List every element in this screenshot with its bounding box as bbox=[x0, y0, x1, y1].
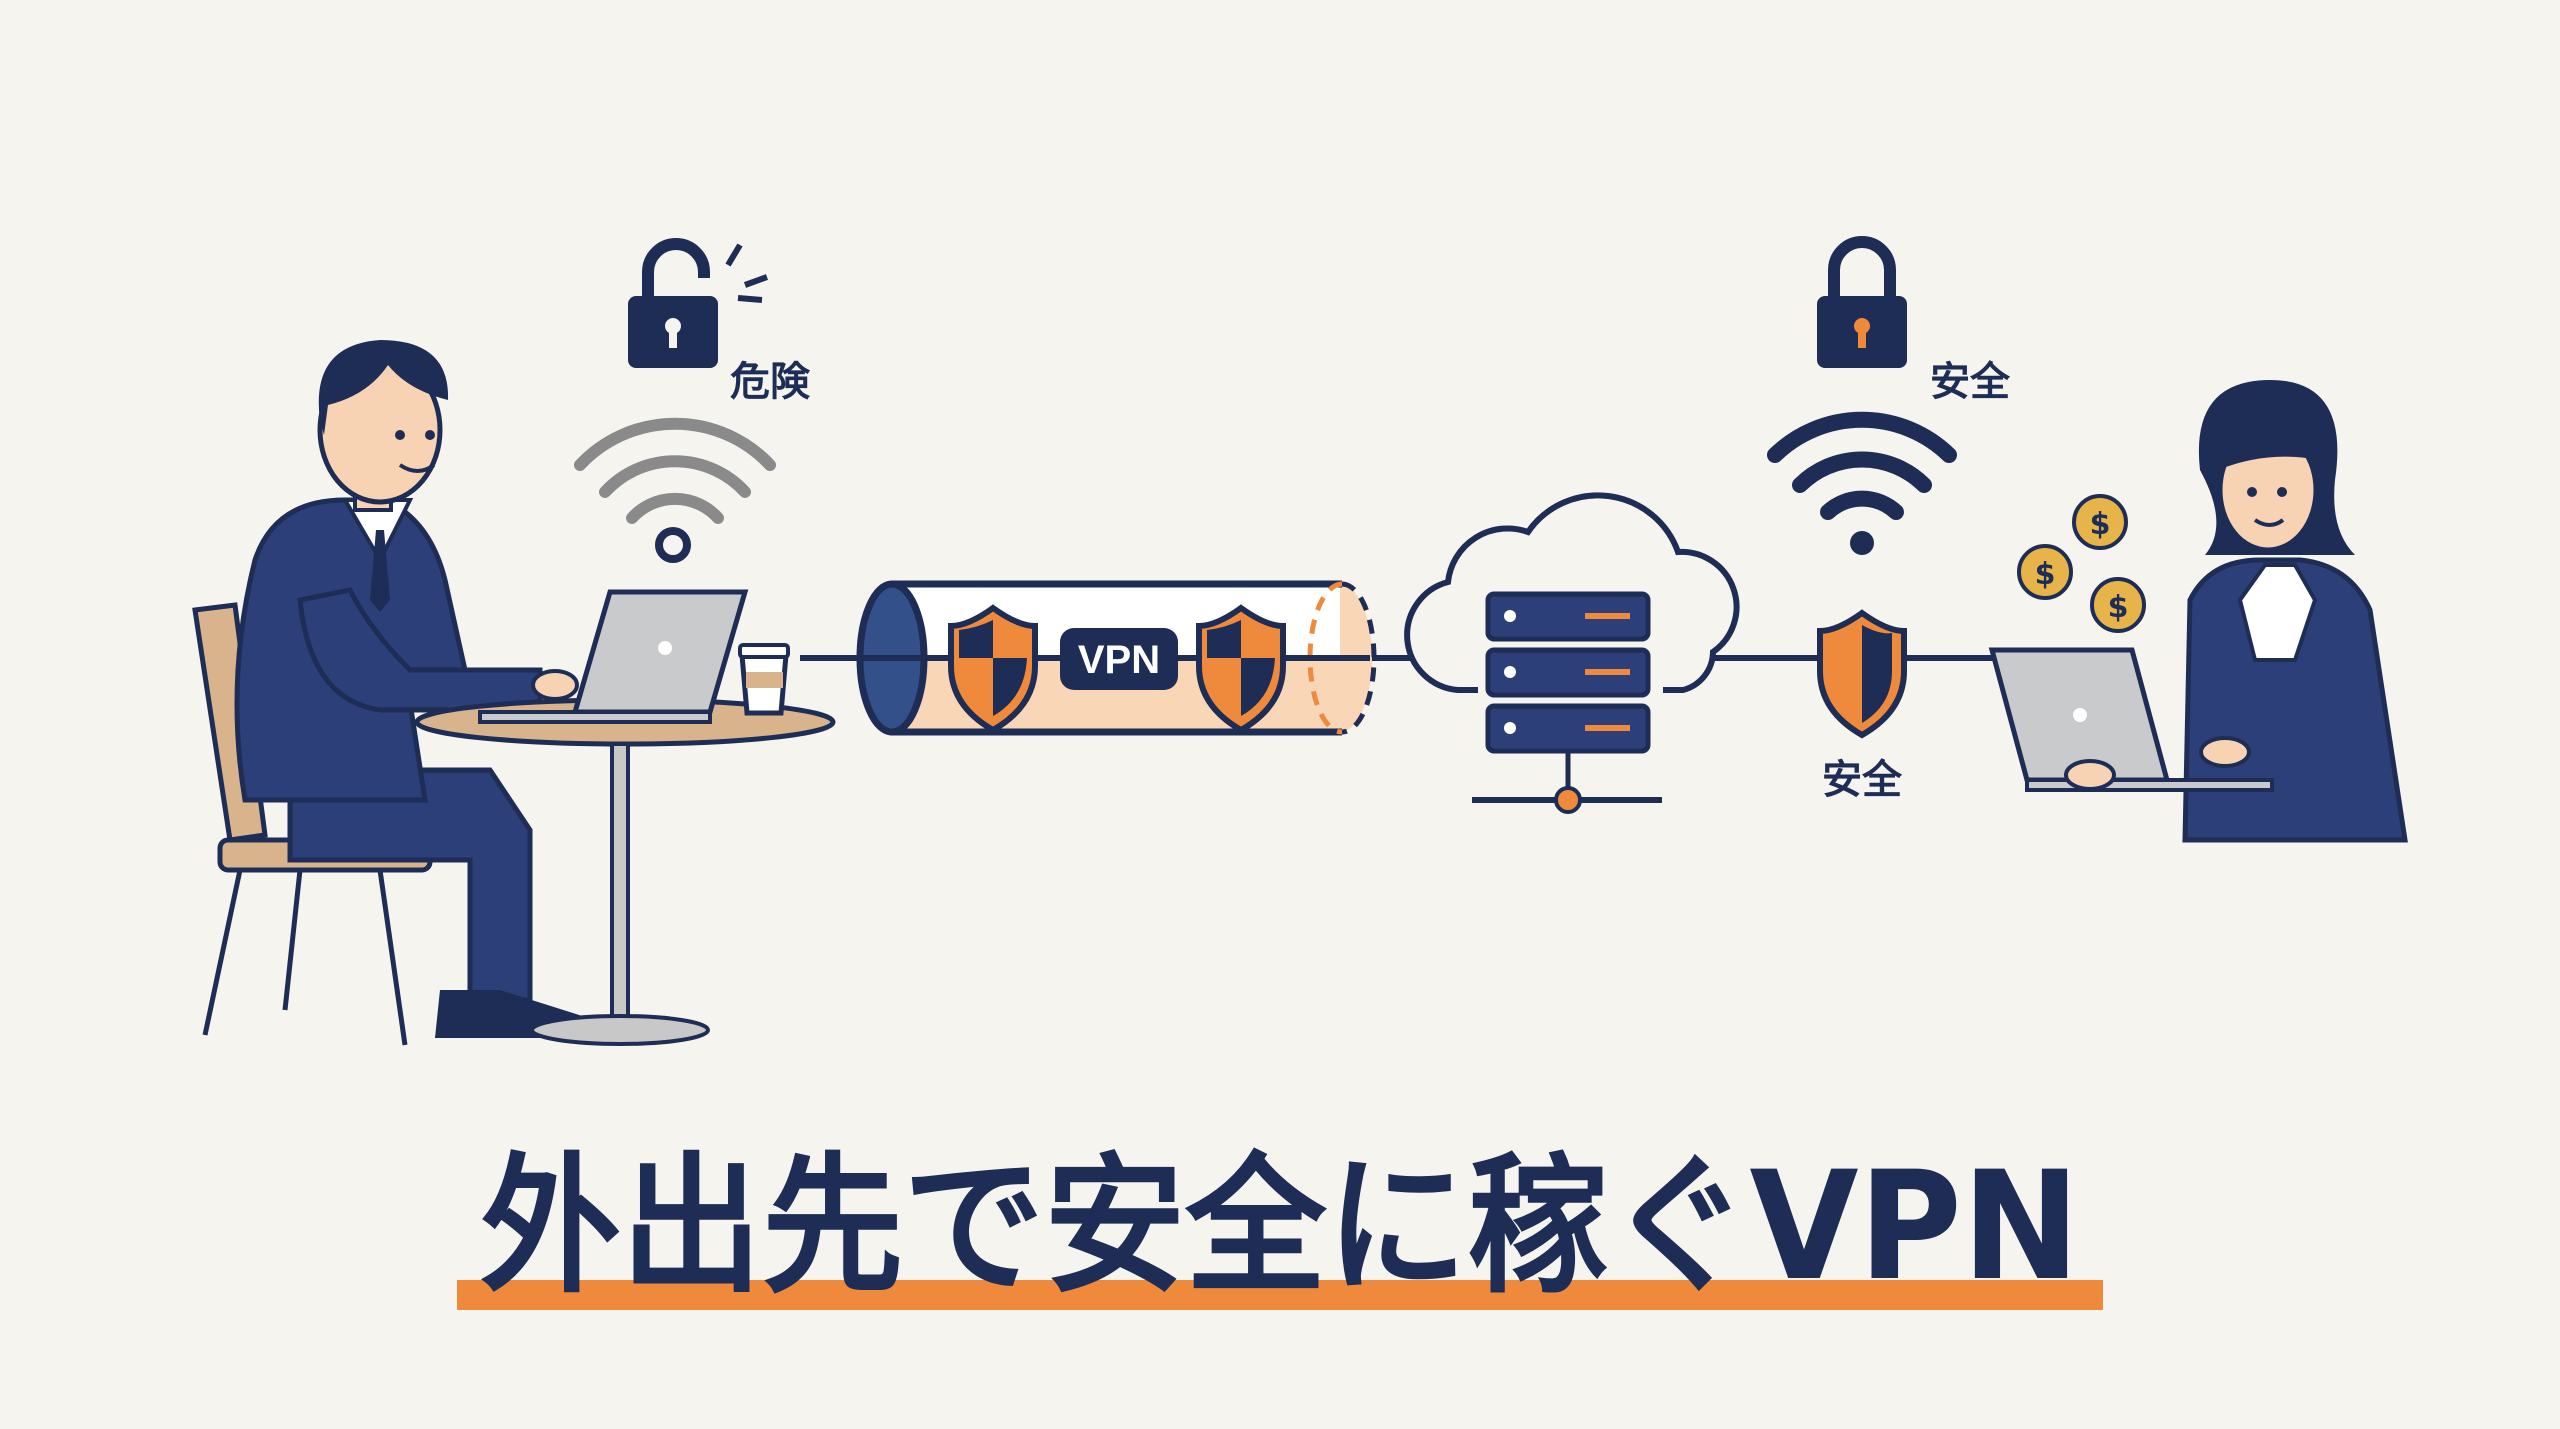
vpn-tunnel: VPN bbox=[856, 580, 1377, 736]
safe-label-top: 安全 bbox=[1930, 359, 2011, 405]
vpn-badge-label: VPN bbox=[1078, 638, 1160, 682]
coin-symbol: $ bbox=[2035, 557, 2056, 592]
secure-wifi-icon bbox=[1767, 411, 1957, 555]
coin-symbol: $ bbox=[2090, 507, 2111, 542]
safe-label-bottom: 安全 bbox=[1822, 757, 1903, 803]
cloud-server-icon bbox=[1404, 492, 1740, 814]
locked-padlock-icon bbox=[1817, 236, 1907, 368]
businessman-at-cafe bbox=[192, 340, 595, 1046]
coffee-cup-icon bbox=[738, 643, 790, 716]
vpn-badge bbox=[1060, 628, 1178, 690]
coins-icon: $ $ $ bbox=[2017, 494, 2146, 633]
shield-icon bbox=[1196, 604, 1286, 734]
shield-icon bbox=[948, 604, 1038, 734]
title-underline bbox=[457, 1280, 2103, 1310]
page-title: 外出先で安全に稼ぐVPN bbox=[480, 1140, 2080, 1314]
shield-icon bbox=[1817, 609, 1907, 739]
unsafe-wifi-icon bbox=[574, 417, 776, 563]
laptop-left bbox=[478, 589, 749, 724]
coin-symbol: $ bbox=[2108, 590, 2129, 625]
businesswoman-with-laptop bbox=[1988, 380, 2408, 843]
danger-label: 危険 bbox=[730, 359, 811, 405]
unlocked-padlock-icon bbox=[628, 238, 769, 368]
